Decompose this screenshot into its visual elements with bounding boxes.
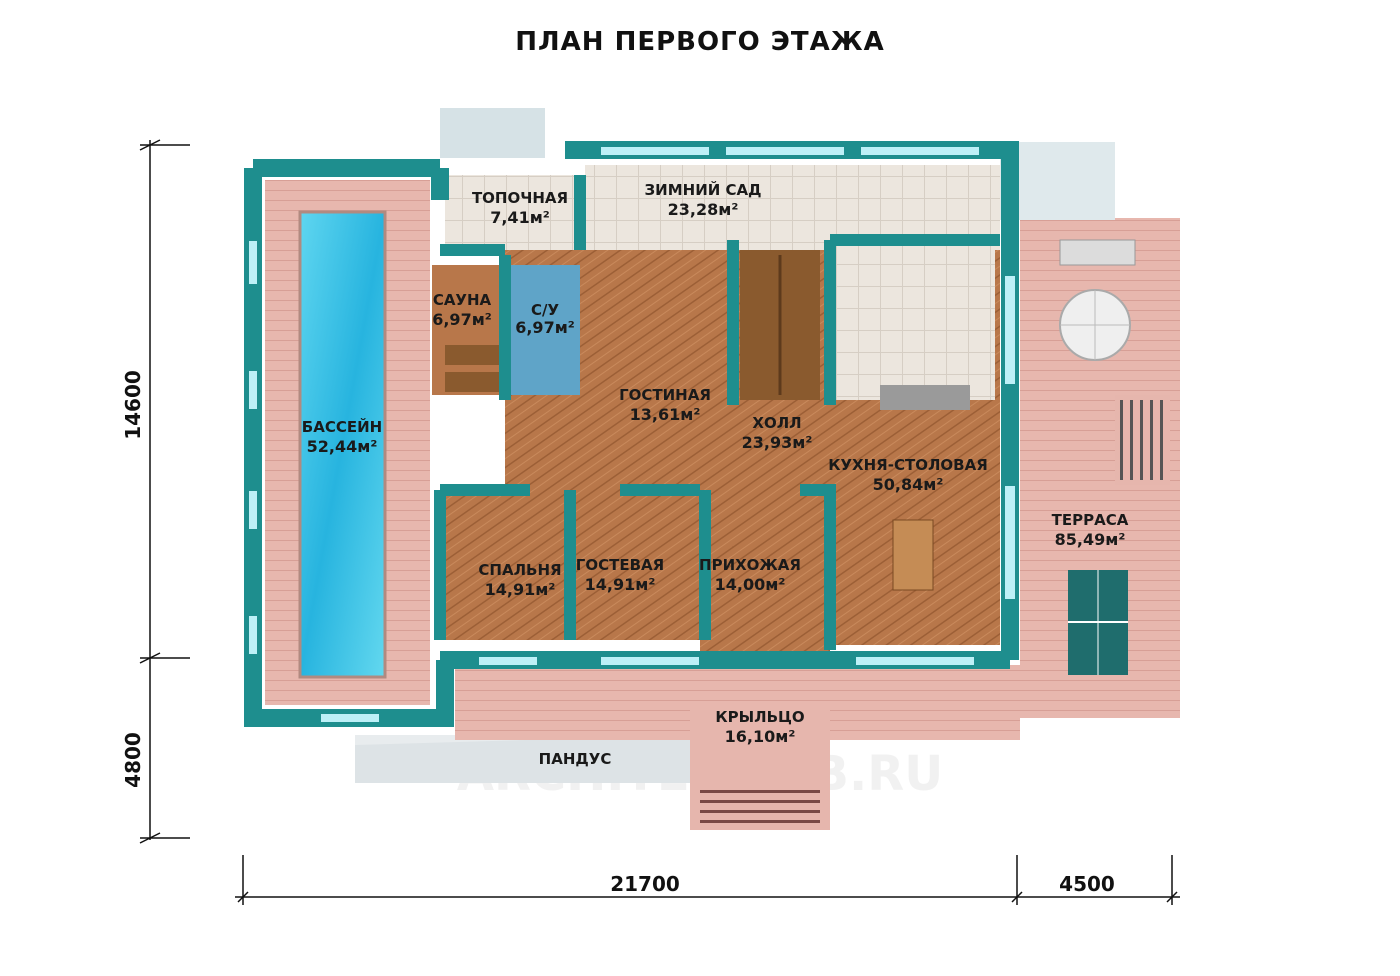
room-area-kitchen: 50,84м² [873,475,944,494]
terrace-stairs [1115,395,1170,485]
room-name-kitchen: КУХНЯ-СТОЛОВАЯ [828,456,988,474]
corner-pad [1000,142,1115,220]
room-name-bedroom: СПАЛЬНЯ [478,561,561,579]
room-area-sauna: 6,97м² [432,310,492,329]
ping-pong-table [1068,570,1128,675]
pool-water [298,210,387,679]
room-name-sauna: САУНА [433,291,492,309]
room-area-living: 13,61м² [630,405,701,424]
room-name-wc: С/У [531,301,559,319]
room-name-entry: ПРИХОЖАЯ [699,556,801,574]
furnace-floor [445,175,580,250]
room-area-pool: 52,44м² [307,437,378,456]
room-area-furnace: 7,41м² [490,208,550,227]
room-name-pool: БАССЕЙН [302,417,382,436]
dim-total-width: 21700 [610,872,680,896]
room-name-furnace: ТОПОЧНАЯ [472,189,568,207]
entry-floor [700,490,830,660]
wc-floor [510,265,580,395]
sauna-bench-2 [445,372,500,392]
room-area-wc: 6,97м² [515,318,575,337]
interior-walls [434,175,1000,650]
kitchen-counter [880,385,970,410]
dining-table [892,519,934,591]
room-area-terrace: 85,49м² [1055,530,1126,549]
kitchen-tile [835,250,995,400]
room-name-living: ГОСТИНАЯ [619,386,711,404]
room-name-porch: КРЫЛЬЦО [715,708,804,726]
dimension-lines [139,139,1180,905]
room-area-winter-garden: 23,28м² [668,200,739,219]
bedroom-floor [440,490,720,640]
patio-umbrella [1059,289,1131,361]
terrace-sofa [1059,239,1136,266]
room-name-winter-garden: ЗИМНИЙ САД [645,180,762,199]
dim-house-depth: 14600 [121,370,145,440]
dim-terrace-width: 4500 [1059,872,1115,896]
porch-steps [690,710,830,830]
room-area-bedroom: 14,91м² [485,580,556,599]
room-labels: БАССЕЙН 52,44м² ТОПОЧНАЯ 7,41м² ЗИМНИЙ С… [302,180,1129,746]
staircase [740,250,820,400]
dim-porch-depth: 4800 [121,732,145,788]
service-pad [440,108,545,158]
room-area-guest: 14,91м² [585,575,656,594]
page-title: ПЛАН ПЕРВОГО ЭТАЖА [515,27,884,57]
ramp-label: ПАНДУС [539,750,612,768]
windows [247,145,1017,724]
room-name-hall: ХОЛЛ [752,414,801,432]
room-area-hall: 23,93м² [742,433,813,452]
room-name-guest: ГОСТЕВАЯ [576,556,664,574]
room-name-terrace: ТЕРРАСА [1052,511,1129,529]
ramp: ПАНДУС [355,735,695,783]
sauna-bench-1 [445,345,500,365]
room-area-entry: 14,00м² [715,575,786,594]
room-area-porch: 16,10м² [725,727,796,746]
